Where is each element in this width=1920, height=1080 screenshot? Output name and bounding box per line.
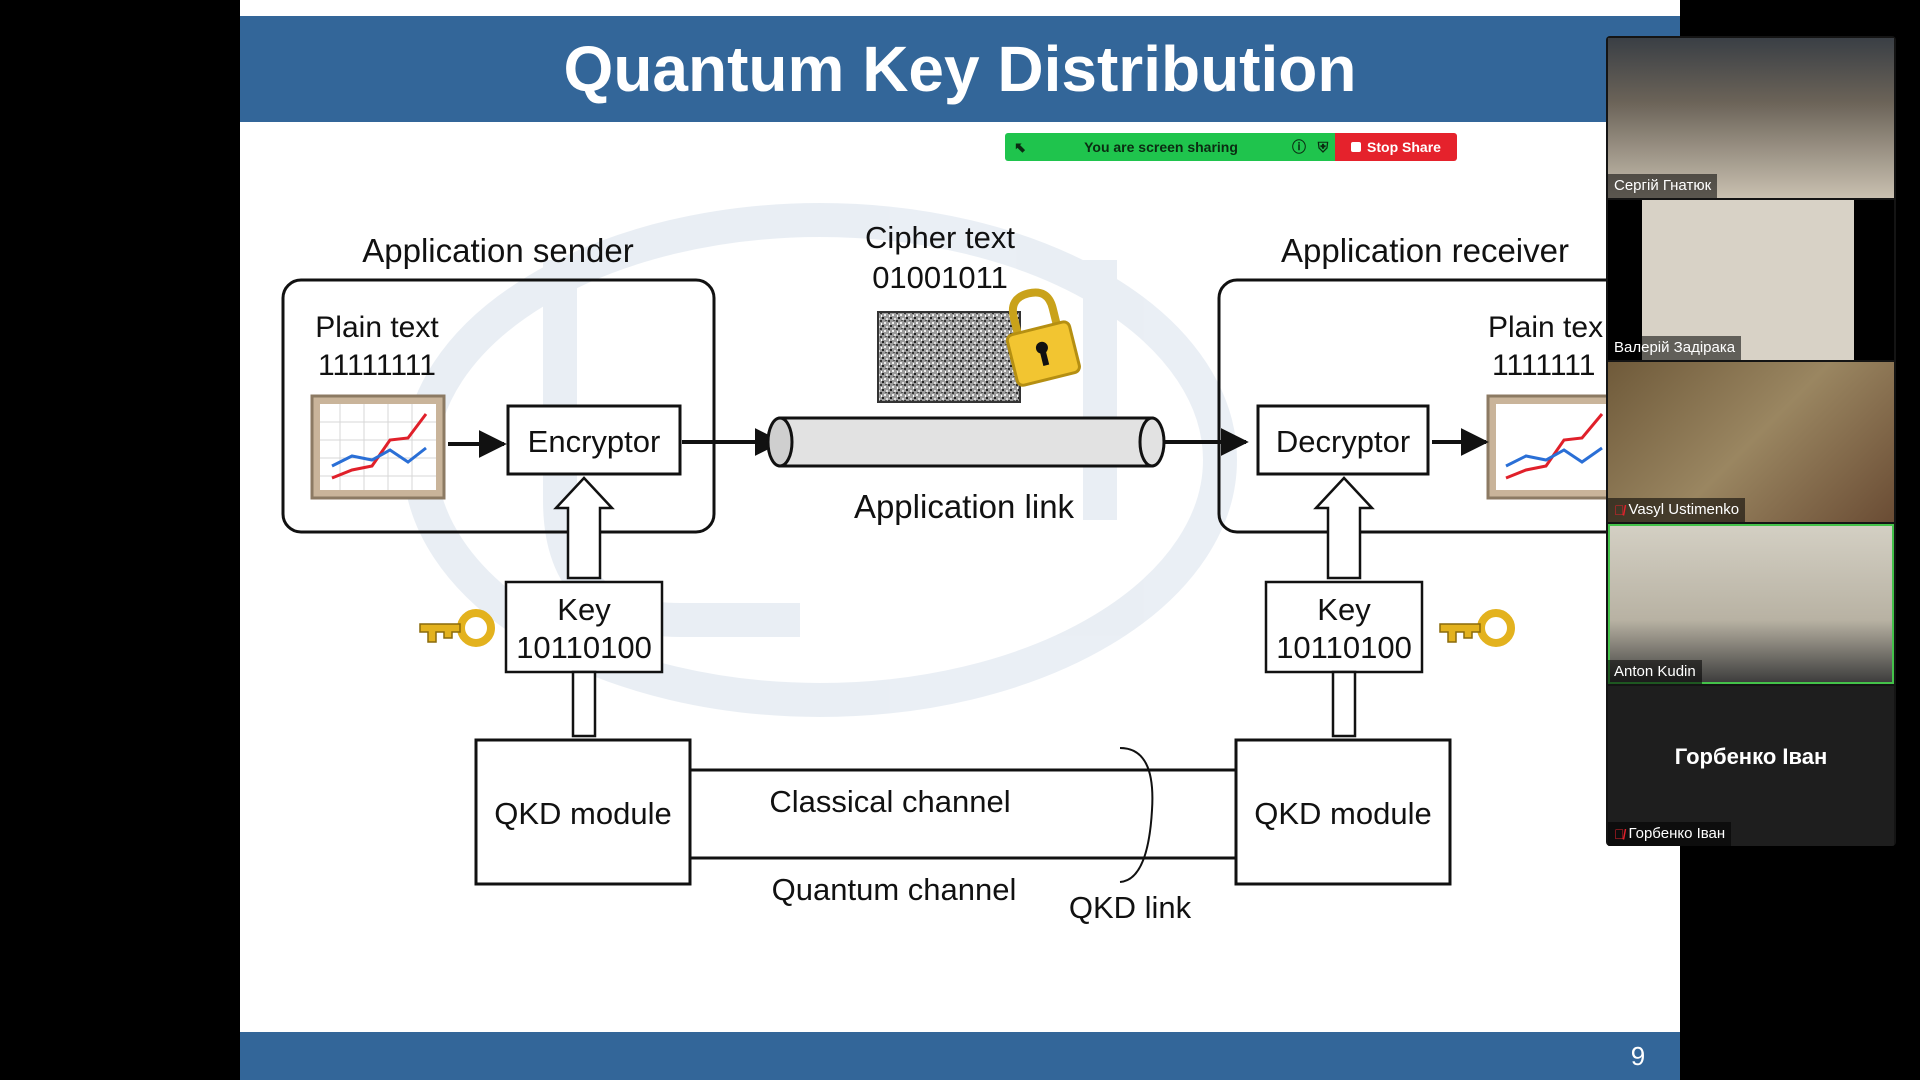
stop-icon (1351, 142, 1362, 152)
encryptor-box (506, 404, 682, 476)
cipher-text-value: 01001011 (872, 260, 1008, 295)
receiver-key-box (1264, 580, 1424, 674)
decryptor-label: Decryptor (1276, 424, 1410, 459)
participant-tile[interactable]: Сергій Гнатюк (1608, 38, 1894, 198)
receiver-plain-label: Plain tex (1488, 311, 1603, 344)
sender-key-icon (419, 609, 495, 647)
sender-qkd-module (474, 738, 692, 886)
sender-qkd-label: QKD module (494, 796, 671, 831)
slide-title: Quantum Key Distribution (563, 33, 1357, 105)
cipher-noise-image (877, 311, 1021, 403)
receiver-qkd-label: QKD module (1254, 796, 1431, 831)
padlock-icon (1005, 288, 1081, 387)
receiver-chart-icon (1486, 394, 1622, 500)
participant-name: Валерій Задірака (1608, 336, 1742, 360)
stop-share-button[interactable]: Stop Share (1335, 133, 1457, 161)
receiver-box (1217, 278, 1680, 534)
qkd-link-bracket (1119, 747, 1154, 883)
title-bar (240, 16, 1680, 122)
slide-number: 9 (1630, 1041, 1646, 1071)
participant-name: 🎙̸ Горбенко Іван (1608, 822, 1732, 846)
sender-title: Application sender (362, 232, 634, 269)
chart-icon (310, 394, 446, 500)
screen-share-bar[interactable]: ⬉ You are screen sharing ⓘ ⛨ Stop Share (1005, 133, 1457, 161)
stop-share-label: Stop Share (1367, 139, 1441, 155)
receiver-key-value: 10110100 (1276, 630, 1412, 665)
sender-key-label: Key (557, 592, 611, 627)
classical-channel-label: Classical channel (769, 784, 1010, 819)
encryptor-label: Encryptor (528, 424, 661, 459)
muted-mic-icon: 🎙̸ (1614, 502, 1625, 518)
participant-tile[interactable]: Валерій Задірака (1608, 200, 1894, 360)
muted-mic-icon: 🎙̸ (1614, 826, 1625, 842)
footer-bar (240, 1032, 1680, 1080)
plain-text-value: 11111111 (318, 349, 436, 382)
qkd-diagram: Application sender Application receiver … (281, 203, 1680, 925)
presentation-slide: Quantum Key Distribution Application sen… (240, 0, 1680, 1080)
receiver-plain-value: 1111111 (1492, 349, 1595, 382)
application-link-tube (766, 416, 1166, 468)
participant-name: 🎙̸ Vasyl Ustimenko (1608, 498, 1746, 522)
shield-icon[interactable]: ⛨ (1317, 138, 1329, 155)
sender-box (281, 278, 716, 534)
pin-icon[interactable]: ⬉ (1014, 138, 1026, 155)
receiver-key-label: Key (1317, 592, 1371, 627)
quantum-channel-label: Quantum channel (772, 872, 1017, 907)
share-status-text: You are screen sharing (1084, 139, 1238, 155)
participants-panel[interactable]: Сергій Гнатюк Валерій Задірака 🎙̸ Vasyl … (1606, 36, 1896, 846)
application-link-label: Application link (854, 488, 1075, 525)
participant-display-name: Горбенко Іван (1674, 744, 1828, 769)
participant-name: Anton Kudin (1608, 660, 1702, 684)
receiver-key-icon (1439, 609, 1515, 647)
sender-key-to-qkd-shaft (571, 670, 597, 738)
participant-tile[interactable]: 🎙̸ Vasyl Ustimenko (1608, 362, 1894, 522)
participant-tile-no-video[interactable]: Горбенко Іван 🎙̸ Горбенко Іван (1608, 686, 1894, 846)
sender-key-value: 10110100 (516, 630, 652, 665)
receiver-title: Application receiver (1281, 232, 1569, 269)
qkd-link-label: QKD link (1069, 890, 1192, 925)
receiver-qkd-module (1234, 738, 1452, 886)
cipher-text-label: Cipher text (865, 220, 1015, 255)
participant-tile-active-speaker[interactable]: Anton Kudin (1608, 524, 1894, 684)
receiver-key-up-arrow (1313, 476, 1375, 580)
participant-name: Сергій Гнатюк (1608, 174, 1718, 198)
share-status-area[interactable]: ⬉ You are screen sharing ⓘ ⛨ (1005, 133, 1335, 161)
plain-text-label: Plain text (315, 311, 439, 344)
info-icon[interactable]: ⓘ (1292, 139, 1306, 155)
decryptor-box (1256, 404, 1430, 476)
receiver-key-to-qkd-shaft (1331, 670, 1357, 738)
sender-key-up-arrow (553, 476, 615, 580)
